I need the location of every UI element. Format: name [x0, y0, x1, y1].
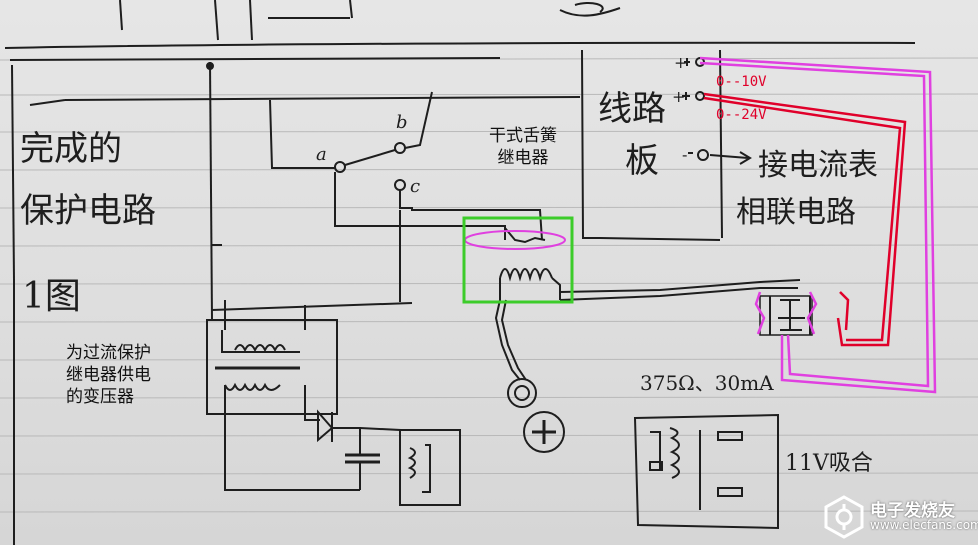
watermark-url: www.elecfans.com — [870, 518, 978, 532]
plus-terminal-1: + — [674, 53, 687, 72]
voltage-label-10v: 0--10V — [716, 74, 767, 90]
relay-note: 11V吸合 — [785, 451, 873, 476]
voltage-label-24v: 0--24V — [716, 107, 767, 123]
elecfans-logo-icon — [824, 495, 864, 539]
title-line2: 保护电路 — [20, 191, 156, 231]
transformer-note-line1: 为过流保护 — [66, 343, 151, 363]
minus-terminal: - — [682, 145, 687, 164]
terminal-b: b — [396, 112, 408, 133]
wiring-magenta — [464, 56, 937, 394]
title-line1: 完成的 — [20, 129, 122, 169]
reed-relay-label: 干式舌簧 继电器 — [463, 125, 583, 169]
transformer-note-line3: 的变压器 — [66, 387, 134, 407]
transformer-note-line2: 继电器供电 — [66, 365, 151, 385]
transformer-box — [206, 319, 338, 415]
wiring-black — [11, 49, 813, 545]
reed-relay-label-line2: 继电器 — [497, 148, 549, 168]
board-label-1: 线路 — [598, 89, 666, 129]
series-note-1: 接电流表 — [758, 148, 878, 183]
watermark: 电子发烧友 www.elecfans.com — [822, 494, 978, 540]
terminal-c: c — [410, 176, 420, 197]
coil-spec: 375Ω、30mA — [640, 371, 774, 395]
reed-relay-label-line1: 干式舌簧 — [489, 126, 557, 146]
wiring-red — [703, 92, 907, 347]
transformer-note: 为过流保护 继电器供电 的变压器 — [66, 342, 226, 408]
series-note-2: 相联电路 — [736, 195, 856, 230]
terminal-a: a — [316, 144, 327, 165]
figure-number: 1图 — [22, 276, 81, 317]
reed-relay-highlight — [462, 216, 574, 304]
plus-terminal-2: + — [672, 87, 685, 106]
watermark-name: 电子发烧友 — [870, 501, 955, 521]
board-label-2: 板 — [625, 141, 659, 181]
